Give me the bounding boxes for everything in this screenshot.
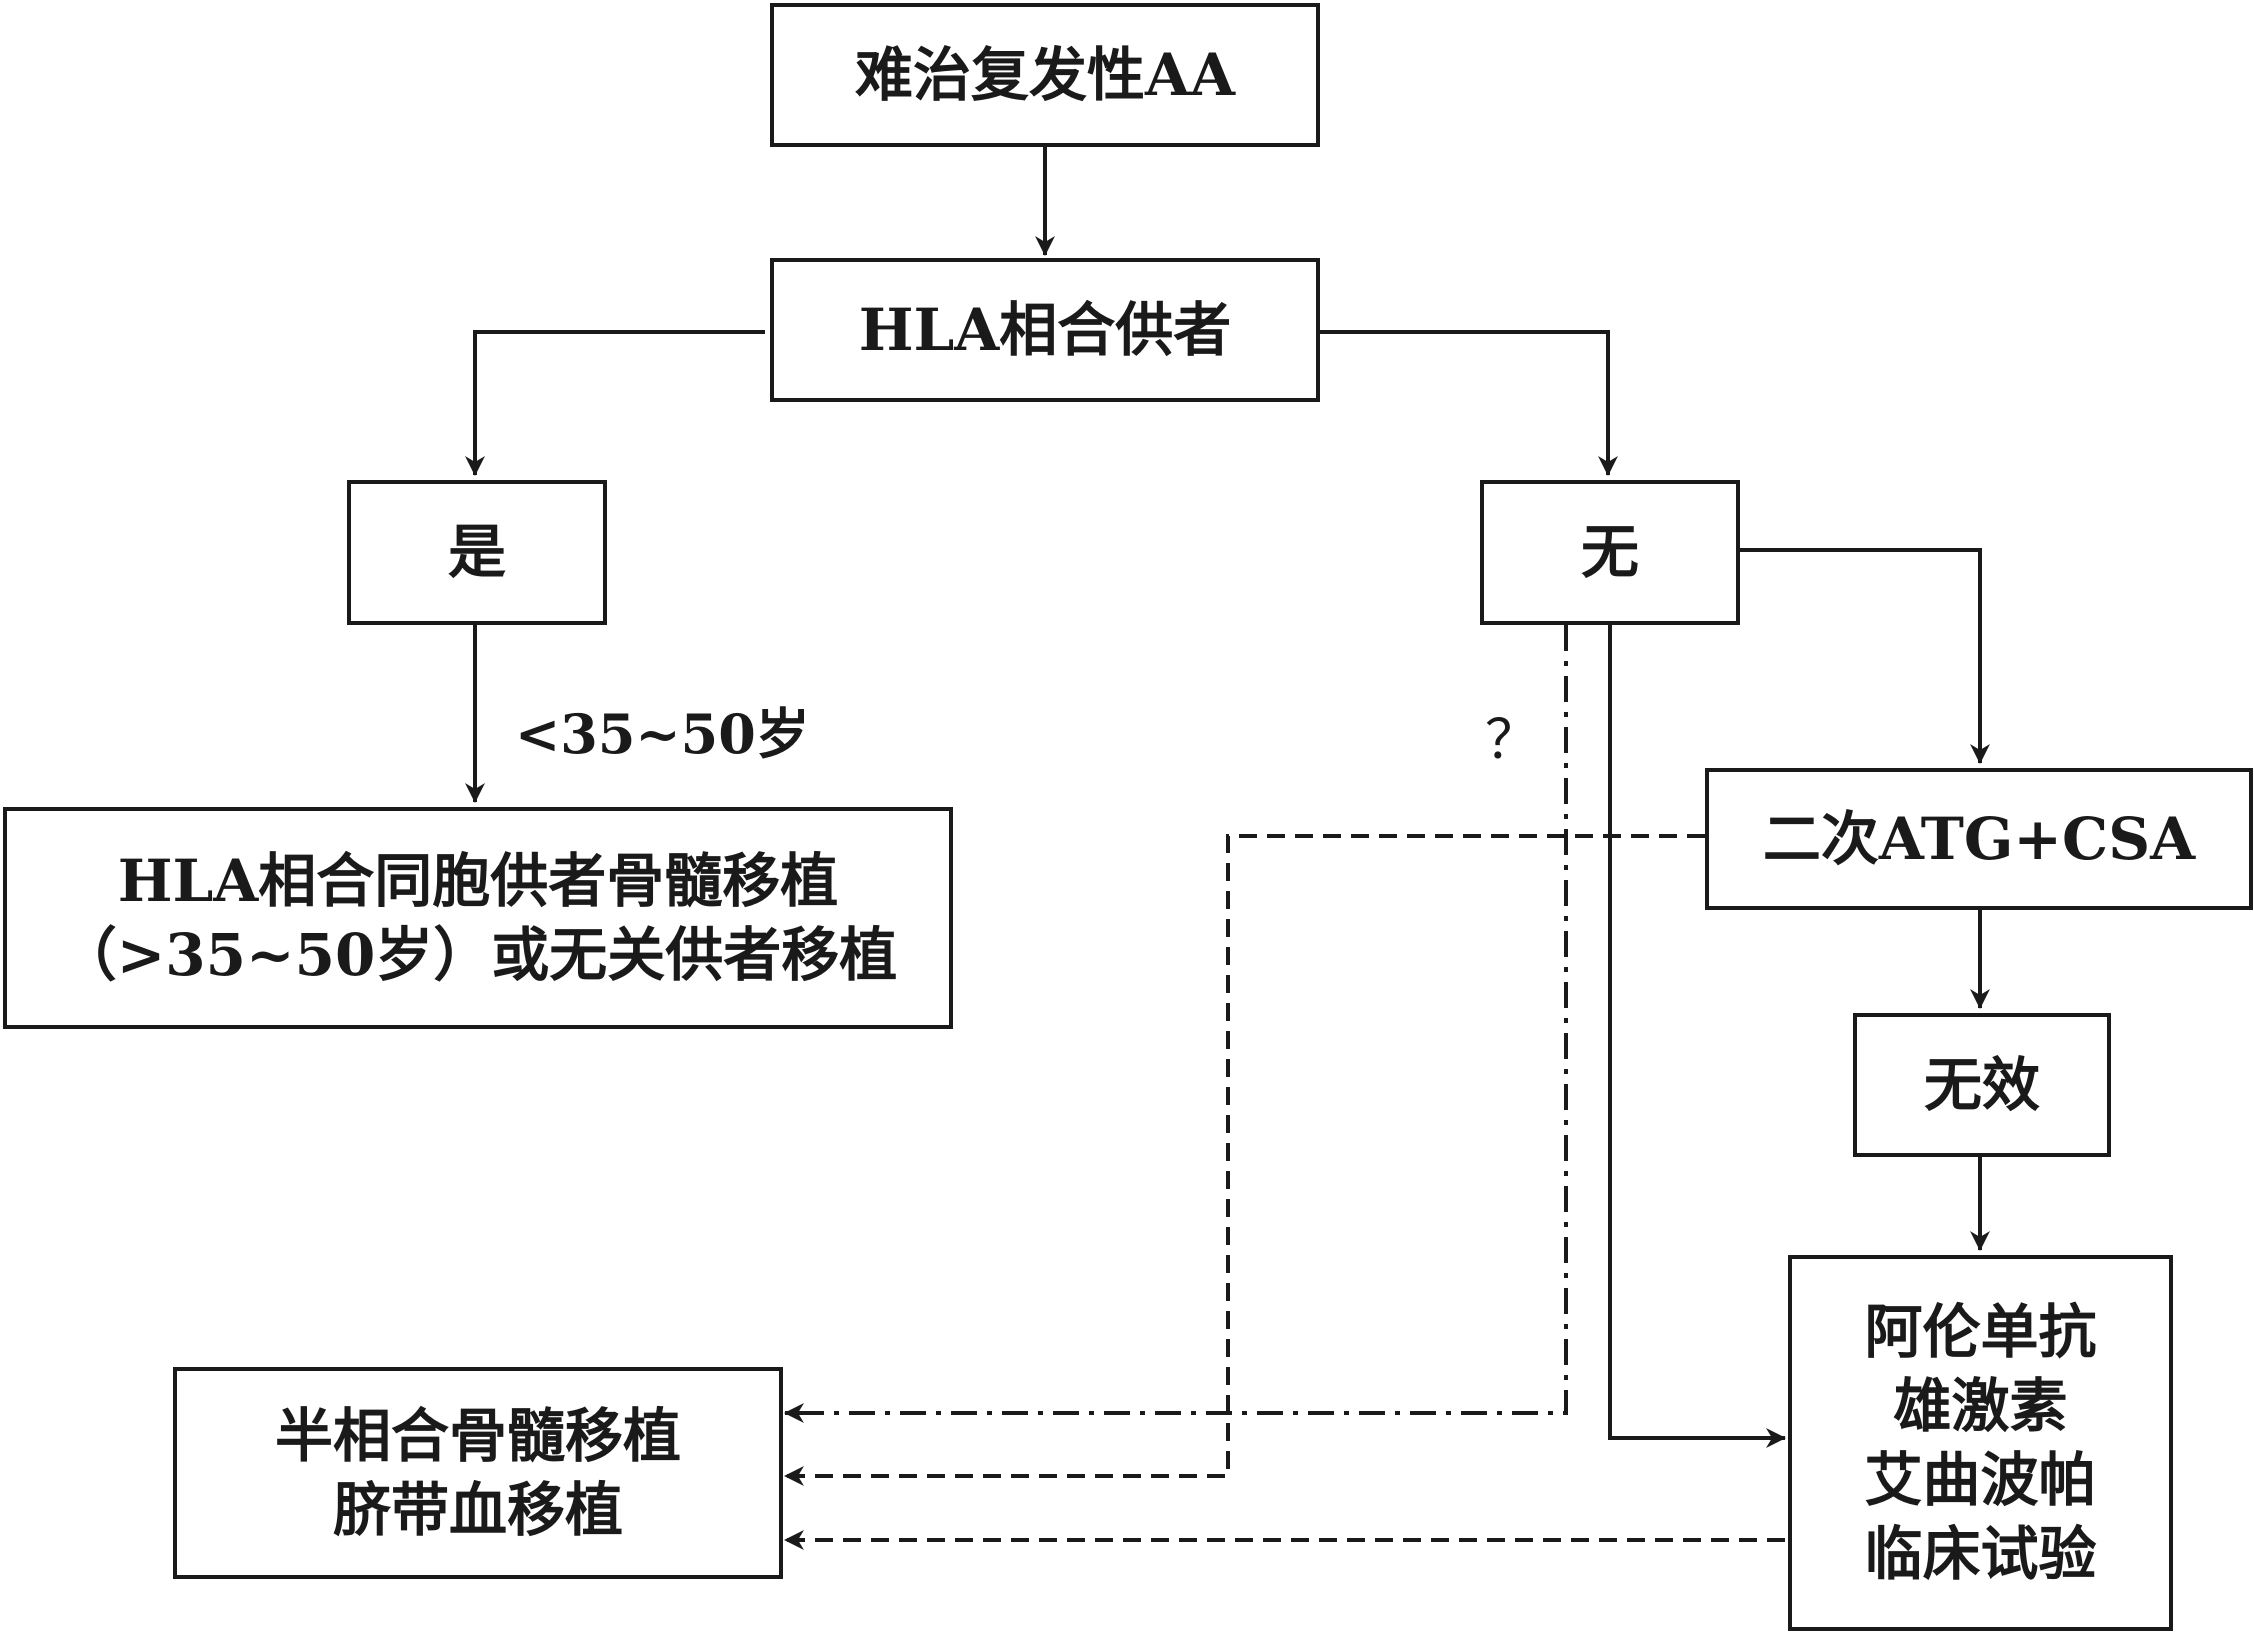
ineffective-label: 无效 bbox=[1923, 1050, 2040, 1119]
second-atg-node: 二次ATG+CSA bbox=[1705, 768, 2253, 910]
arrow-hla-donor-to-yes bbox=[465, 330, 765, 476]
haplo-transplant-line-2: 脐带血移植 bbox=[332, 1476, 623, 1544]
refractory-aa-label: 难治复发性AA bbox=[854, 40, 1235, 109]
other-treatment-androgen: 雄激素 bbox=[1893, 1371, 2068, 1440]
arrow-second-atg-to-haplo-dashed bbox=[784, 834, 1705, 1486]
haplo-transplant-line-1: 半相合骨髓移植 bbox=[274, 1401, 681, 1470]
none-node: 无 bbox=[1480, 480, 1740, 625]
age-edge-label: <35~50岁 bbox=[515, 702, 810, 766]
hla-transplant-node: HLA相合同胞供者骨髓移植 （>35~50岁）或无关供者移植 bbox=[3, 807, 953, 1029]
none-label: 无 bbox=[1580, 518, 1639, 587]
arrow-none-to-haplo-dashdot bbox=[784, 625, 1568, 1423]
refractory-aa-node: 难治复发性AA bbox=[770, 3, 1320, 147]
other-treatment-clinical-trial: 临床试验 bbox=[1864, 1520, 2097, 1589]
other-treatment-alemtuzumab: 阿伦单抗 bbox=[1864, 1297, 2097, 1366]
yes-node: 是 bbox=[347, 480, 607, 625]
hla-donor-label: HLA相合供者 bbox=[858, 295, 1232, 364]
question-edge-label: ？ bbox=[1485, 708, 1539, 771]
arrow-none-to-second-atg bbox=[1737, 548, 1990, 764]
ineffective-node: 无效 bbox=[1853, 1013, 2111, 1157]
haplo-transplant-node: 半相合骨髓移植 脐带血移植 bbox=[173, 1367, 783, 1579]
second-atg-label: 二次ATG+CSA bbox=[1762, 804, 2196, 873]
hla-transplant-line-1: HLA相合同胞供者骨髓移植 bbox=[117, 846, 839, 915]
yes-label: 是 bbox=[447, 518, 506, 587]
other-treatments-node: 阿伦单抗 雄激素 艾曲波帕 临床试验 bbox=[1788, 1255, 2173, 1631]
hla-donor-node: HLA相合供者 bbox=[770, 258, 1320, 402]
other-treatment-eltrombopag: 艾曲波帕 bbox=[1864, 1446, 2097, 1514]
arrow-none-to-other-treatments bbox=[1608, 625, 1786, 1448]
hla-transplant-line-2: （>35~50岁）或无关供者移植 bbox=[58, 921, 898, 989]
arrow-hla-donor-to-none bbox=[1318, 330, 1618, 476]
